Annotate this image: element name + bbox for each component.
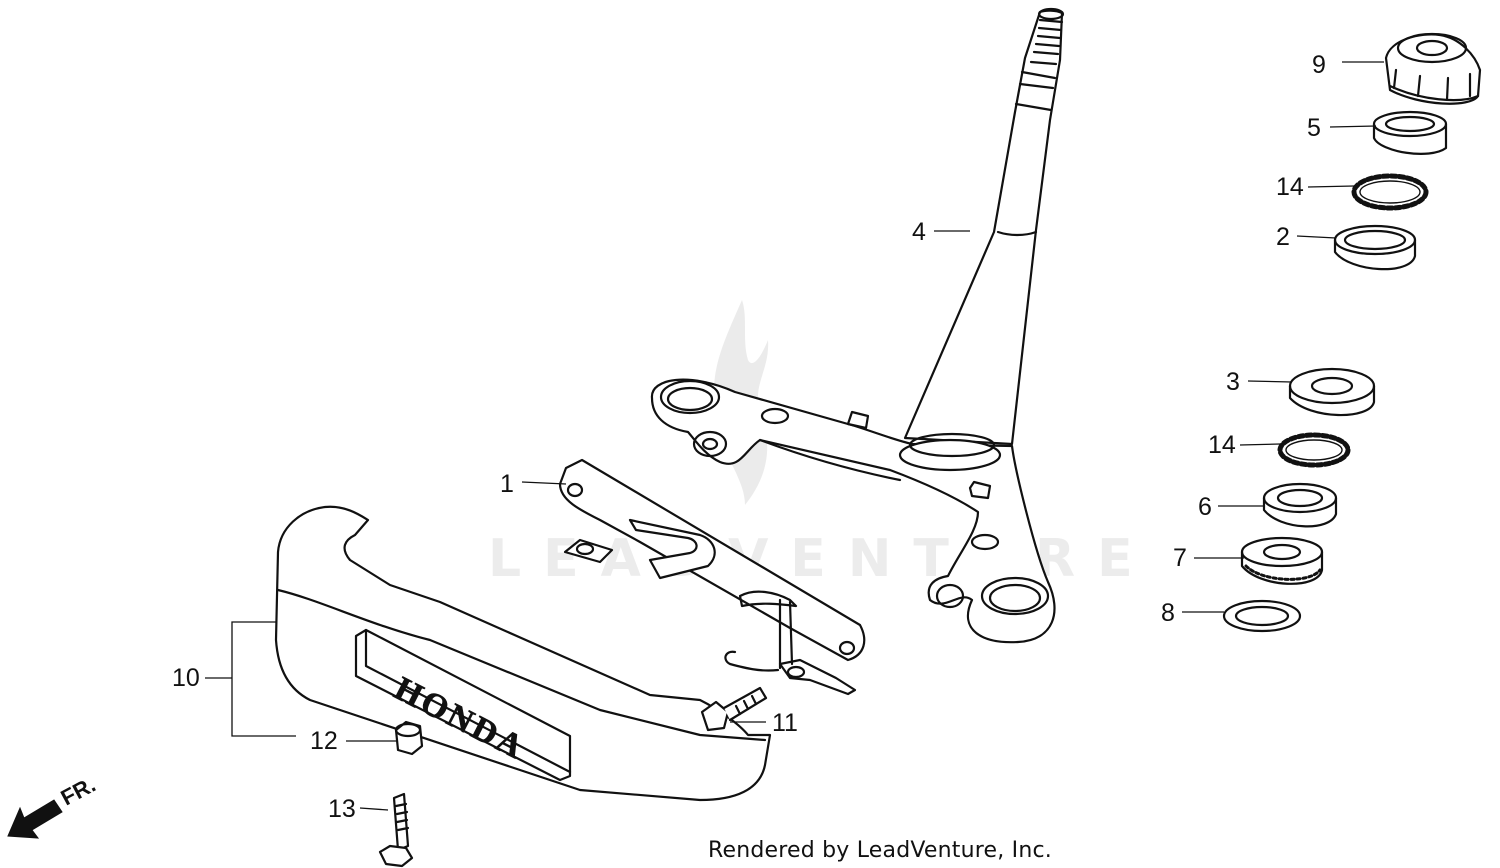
ball-race-2 [1333,224,1417,271]
triple-clamp [650,378,1056,644]
callout-12: 12 [310,727,338,755]
steering-stem [903,7,1065,446]
cover-bracket [558,458,866,696]
front-direction-indicator: FR. [7,772,100,839]
ball-race-6 [1262,482,1338,528]
nut-12 [394,720,424,756]
callout-3: 3 [1226,368,1240,396]
washer-8 [1222,599,1302,633]
callout-14-upper: 14 [1276,173,1304,201]
callout-11: 11 [772,709,798,737]
callout-1: 1 [500,470,514,498]
callout-5: 5 [1307,114,1321,142]
leader-lines [205,61,1384,811]
cone-race-5 [1372,110,1448,155]
callout-13: 13 [328,795,356,823]
stem-nut-9 [1384,32,1482,105]
callout-9: 9 [1312,51,1326,79]
callout-10: 10 [172,664,200,692]
bolt-11 [700,686,768,732]
steel-balls-14-upper [1351,173,1429,211]
steel-balls-14-lower [1277,432,1351,468]
callout-4: 4 [912,218,926,246]
callout-8: 8 [1161,599,1175,627]
bearing-7 [1240,536,1324,585]
arrow-left-down-icon [7,799,63,839]
callout-14-lower: 14 [1208,431,1236,459]
callout-2: 2 [1276,223,1290,251]
callout-7: 7 [1173,544,1187,572]
dust-seal-3 [1288,367,1376,417]
callout-6: 6 [1198,493,1212,521]
bolt-13 [378,792,414,868]
direction-label: FR. [57,772,100,811]
credit-text: Rendered by LeadVenture, Inc. [708,838,1052,863]
